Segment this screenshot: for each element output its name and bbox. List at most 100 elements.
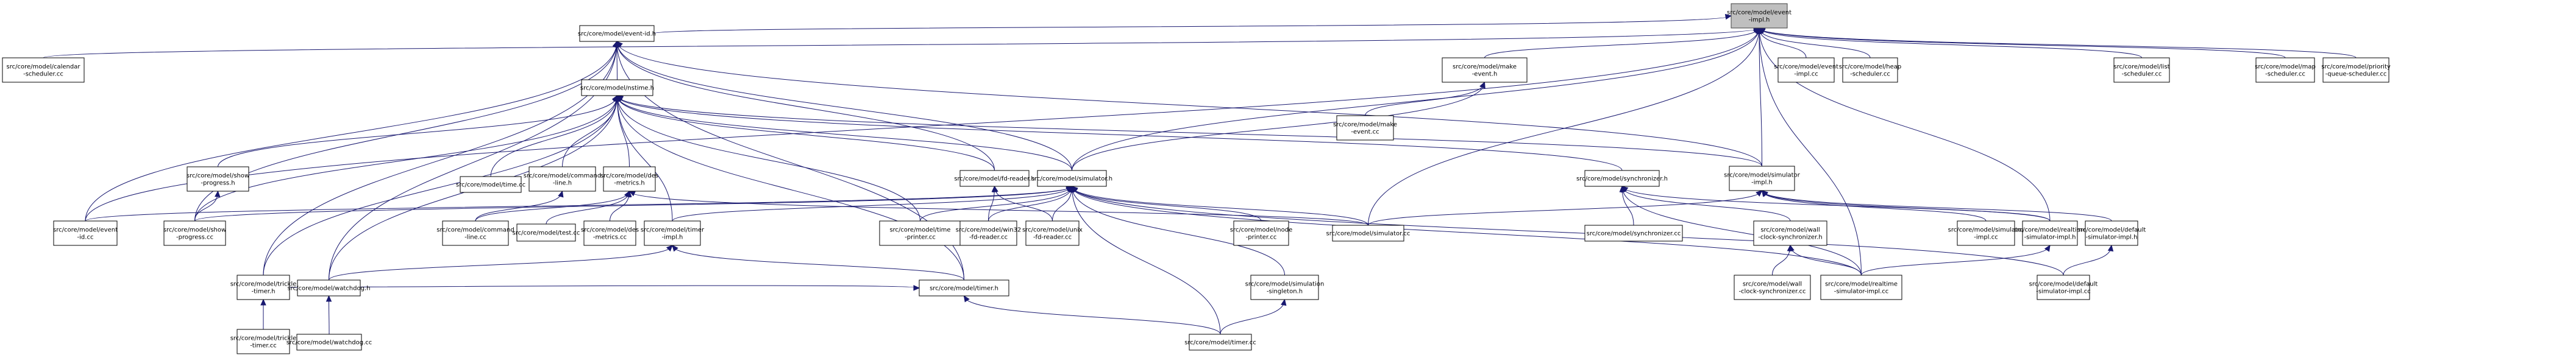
node-box: [237, 275, 290, 300]
arrowhead-icon: [2044, 244, 2051, 252]
graph-node-timer-h[interactable]: src/core/model/timer.h: [919, 279, 1009, 297]
graph-node-event-id-h[interactable]: src/core/model/event-id.h: [578, 25, 656, 42]
graph-node-heap-sched-cc[interactable]: src/core/model/heap-scheduler.cc: [1839, 57, 1901, 83]
node-label: src/core/model/des: [581, 227, 639, 234]
arrowhead-icon: [1761, 190, 1768, 197]
edge-command_line_cc-to-command_line_h: [475, 191, 563, 222]
graph-node-fd-reader-h[interactable]: src/core/model/fd-reader.h: [954, 170, 1035, 187]
node-label: src/core/model/node: [1230, 227, 1292, 234]
node-label: -singleton.h: [1267, 289, 1303, 295]
edge-simulator_cc-to-des_metrics_h: [629, 191, 1368, 226]
edge-sim_singleton_h-to-simulator_h: [1072, 186, 1285, 276]
node-label: -scheduler.cc: [23, 71, 63, 78]
node-box: [1820, 275, 1902, 300]
graph-node-nstime-h[interactable]: src/core/model/nstime.h: [580, 79, 654, 96]
node-box: [583, 220, 636, 246]
graph-node-show-progress-cc[interactable]: src/core/model/show-progress.cc: [163, 220, 226, 246]
node-label: src/core/model/command: [524, 173, 601, 180]
node-box: [237, 329, 290, 354]
node-label: src/core/model/show: [187, 173, 249, 180]
graph-node-rt-sim-impl-h[interactable]: src/core/model/realtime-simulator-impl.h: [2013, 220, 2087, 246]
node-label: -event.h: [1472, 71, 1498, 78]
graph-node-make-event-h[interactable]: src/core/model/make-event.h: [1442, 57, 1528, 83]
graph-node-wall-clock-cc[interactable]: src/core/model/wall-clock-synchronizer.c…: [1734, 275, 1811, 300]
node-box: [528, 166, 596, 192]
graph-node-sim-singleton-h[interactable]: src/core/model/simulation-singleton.h: [1245, 275, 1325, 300]
node-box: [163, 220, 226, 246]
graph-node-simulator-cc[interactable]: src/core/model/simulator.cc: [1326, 225, 1411, 242]
graph-node-win32-fd-cc[interactable]: src/core/model/win32-fd-reader.cc: [956, 220, 1022, 246]
graph-node-simulator-impl-h[interactable]: src/core/model/simulator-impl.h: [1724, 166, 1801, 191]
node-label: -printer.cc: [905, 234, 936, 241]
node-label: src/core/model/timer.h: [930, 286, 998, 292]
edge-rt_sim_impl_cc-to-simulator_h: [1072, 186, 1862, 276]
node-label: -fd-reader.cc: [1033, 234, 1072, 241]
graph-node-event-impl-h[interactable]: src/core/model/event-impl.h: [1727, 3, 1791, 29]
node-box: [2085, 220, 2138, 246]
graph-node-command-line-h[interactable]: src/core/model/command-line.h: [524, 166, 601, 192]
graph-node-trickle-timer-h[interactable]: src/core/model/trickle-timer.h: [230, 275, 297, 300]
graph-node-des-metrics-cc[interactable]: src/core/model/des-metrics.cc: [581, 220, 639, 246]
edge-wall_clock_h-to-synchronizer_h: [1621, 186, 1791, 222]
graph-node-calendar-sched-cc[interactable]: src/core/model/calendar-scheduler.cc: [2, 57, 85, 83]
node-label: src/core/model/command: [436, 227, 514, 234]
arrowhead-icon: [614, 94, 621, 102]
node-box: [1332, 225, 1404, 242]
nodes-layer: src/core/model/event-impl.h src/core/mode…: [2, 3, 2391, 354]
edge-rt_sim_impl_h-to-simulator_impl_h: [1762, 190, 2051, 222]
graph-node-map-sched-cc[interactable]: src/core/model/map-scheduler.cc: [2255, 57, 2316, 83]
edge-fd_reader_h-to-event_id_h: [616, 41, 995, 171]
edge-default_sim_impl_cc-to-simulator_h: [1072, 186, 2064, 276]
node-box: [2037, 275, 2090, 300]
node-label: src/core/model/simulation: [1245, 281, 1325, 288]
graph-node-default-sim-impl-h[interactable]: src/core/model/default-simulator-impl.h: [2077, 220, 2146, 246]
node-label: src/core/model/time: [889, 227, 950, 234]
edge-watchdog_h-to-timer_impl_h: [329, 245, 673, 281]
graph-node-unix-fd-cc[interactable]: src/core/model/unix-fd-reader.cc: [1022, 220, 1083, 246]
graph-node-rt-sim-impl-cc[interactable]: src/core/model/realtime-simulator-impl.c…: [1820, 275, 1902, 300]
graph-node-watchdog-h[interactable]: src/core/model/watchdog.h: [288, 279, 371, 297]
node-label: src/core/model/event: [1774, 64, 1838, 71]
graph-node-default-sim-impl-cc[interactable]: src/core/model/default-simulator-impl.cc: [2029, 275, 2098, 300]
arrowhead-icon: [1756, 27, 1763, 34]
graph-node-timer-cc[interactable]: src/core/model/timer.cc: [1184, 334, 1256, 351]
edge-unix_fd_cc-to-fd_reader_h: [994, 186, 1053, 222]
graph-node-watchdog-cc[interactable]: src/core/model/watchdog.cc: [286, 334, 372, 351]
node-box: [1734, 275, 1811, 300]
graph-node-list-sched-cc[interactable]: src/core/model/list-scheduler.cc: [2113, 57, 2170, 83]
edges-layer: [43, 13, 2357, 335]
graph-node-des-metrics-h[interactable]: src/core/model/des-metrics.h: [600, 166, 658, 192]
node-label: -progress.cc: [176, 234, 213, 241]
edge-rt_sim_impl_cc-to-event_impl_h: [1759, 27, 1862, 276]
node-label: src/core/model/nstime.h: [580, 85, 654, 92]
graph-node-trickle-timer-cc[interactable]: src/core/model/trickle-timer.cc: [230, 329, 297, 354]
graph-node-show-progress-h[interactable]: src/core/model/show-progress.h: [187, 166, 249, 192]
graph-node-simulator-h[interactable]: src/core/model/simulator.h: [1031, 170, 1112, 187]
graph-node-simulator-impl-cc[interactable]: src/core/model/simulator-impl.cc: [1948, 220, 2025, 246]
graph-node-synchronizer-cc[interactable]: src/core/model/synchronizer.cc: [1584, 225, 1683, 242]
graph-node-command-line-cc[interactable]: src/core/model/command-line.cc: [436, 220, 514, 246]
graph-node-wall-clock-h[interactable]: src/core/model/wall-clock-synchronizer.h: [1753, 220, 1827, 246]
graph-node-time-cc[interactable]: src/core/model/time.cc: [456, 176, 525, 193]
node-box: [1189, 334, 1252, 351]
arrowhead-icon: [1756, 190, 1763, 197]
graph-node-synchronizer-h[interactable]: src/core/model/synchronizer.h: [1576, 170, 1668, 187]
node-label: src/core/model/event-id.h: [578, 31, 656, 38]
node-label: src/core/model/realtime: [2013, 227, 2086, 234]
node-label: src/core/model/synchronizer.h: [1576, 176, 1668, 183]
node-label: src/core/model/calendar: [7, 64, 81, 71]
graph-node-timer-impl-h[interactable]: src/core/model/timer-impl.h: [641, 220, 705, 246]
edge-map_sched_cc-to-event_impl_h: [1759, 27, 2286, 58]
graph-node-test-cc[interactable]: src/core/model/test.cc: [513, 223, 580, 242]
graph-node-time-printer-cc[interactable]: src/core/model/time-printer.cc: [879, 220, 961, 246]
node-box: [919, 279, 1009, 297]
edge-make_event_h-to-event_impl_h: [1484, 27, 1760, 58]
graph-node-event-id-cc[interactable]: src/core/model/event-id.cc: [53, 220, 118, 246]
graph-node-make-event-cc[interactable]: src/core/model/make-event.cc: [1333, 115, 1397, 141]
node-label: src/core/model/timer: [641, 227, 705, 234]
graph-node-pq-sched-cc[interactable]: src/core/model/priority-queue-scheduler.…: [2321, 57, 2391, 83]
graph-node-node-printer-cc[interactable]: src/core/model/node-printer.cc: [1230, 220, 1292, 246]
graph-node-event-impl-cc[interactable]: src/core/model/event-impl.cc: [1774, 57, 1838, 83]
node-label: src/core/model/synchronizer.cc: [1587, 231, 1681, 237]
